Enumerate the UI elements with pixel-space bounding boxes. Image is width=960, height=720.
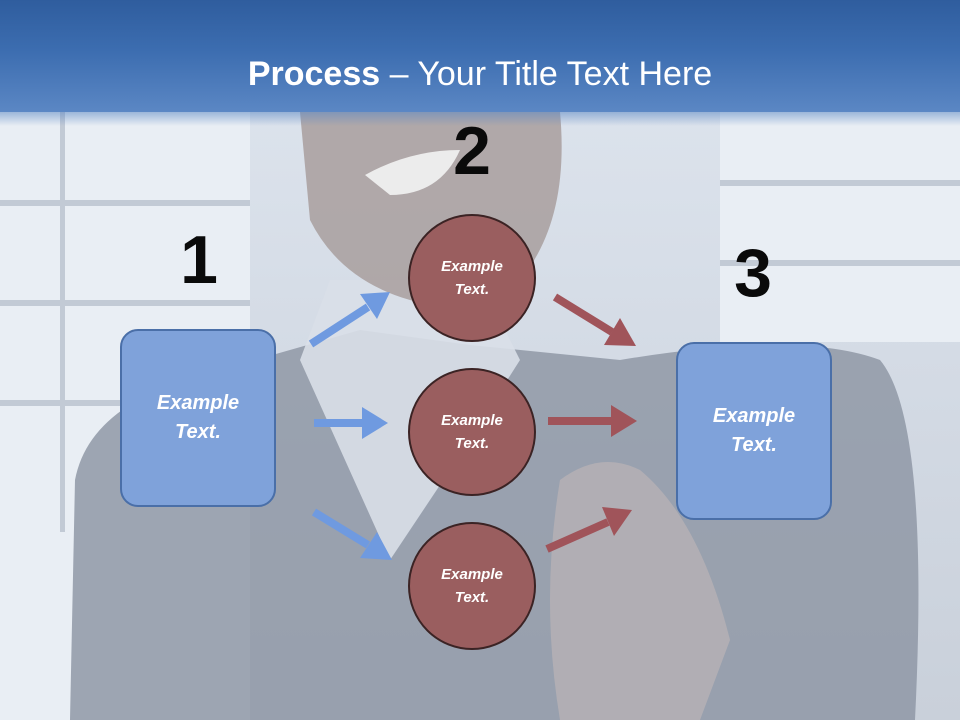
circle-middle-text: Example Text. bbox=[441, 412, 503, 452]
building-column bbox=[60, 112, 65, 532]
step-1-box: Example Text. bbox=[120, 329, 276, 507]
step-2-circle-top: Example Text. bbox=[408, 214, 536, 342]
step-1-box-text: Example Text. bbox=[156, 392, 240, 443]
circle-bottom-text: Example Text. bbox=[441, 566, 503, 606]
step-2-circle-bottom: Example Text. bbox=[408, 522, 536, 650]
building-stripe bbox=[720, 260, 960, 266]
building-stripe bbox=[0, 200, 250, 206]
slide-title: Process – Your Title Text Here bbox=[0, 54, 960, 94]
arrow-to-top-circle bbox=[308, 292, 390, 348]
step-number-1: 1 bbox=[180, 222, 218, 298]
step-3-box-text: Example Text. bbox=[712, 405, 796, 456]
step-number-3: 3 bbox=[734, 235, 772, 311]
arrow-to-bottom-circle bbox=[311, 508, 392, 560]
title-rest: – Your Title Text Here bbox=[380, 55, 713, 93]
circle-top-text: Example Text. bbox=[441, 258, 503, 298]
arrow-from-top-circle bbox=[552, 293, 636, 346]
title-band bbox=[0, 0, 960, 126]
step-number-2: 2 bbox=[453, 113, 491, 189]
step-2-circle-middle: Example Text. bbox=[408, 368, 536, 496]
building-right bbox=[720, 112, 960, 342]
arrow-from-middle-circle bbox=[548, 405, 637, 437]
arrow-to-middle-circle bbox=[314, 407, 388, 439]
building-stripe bbox=[720, 180, 960, 186]
step-3-box: Example Text. bbox=[676, 342, 832, 520]
arrow-from-bottom-circle bbox=[545, 507, 632, 553]
building-stripe bbox=[0, 300, 250, 306]
title-bold: Process bbox=[247, 55, 381, 93]
